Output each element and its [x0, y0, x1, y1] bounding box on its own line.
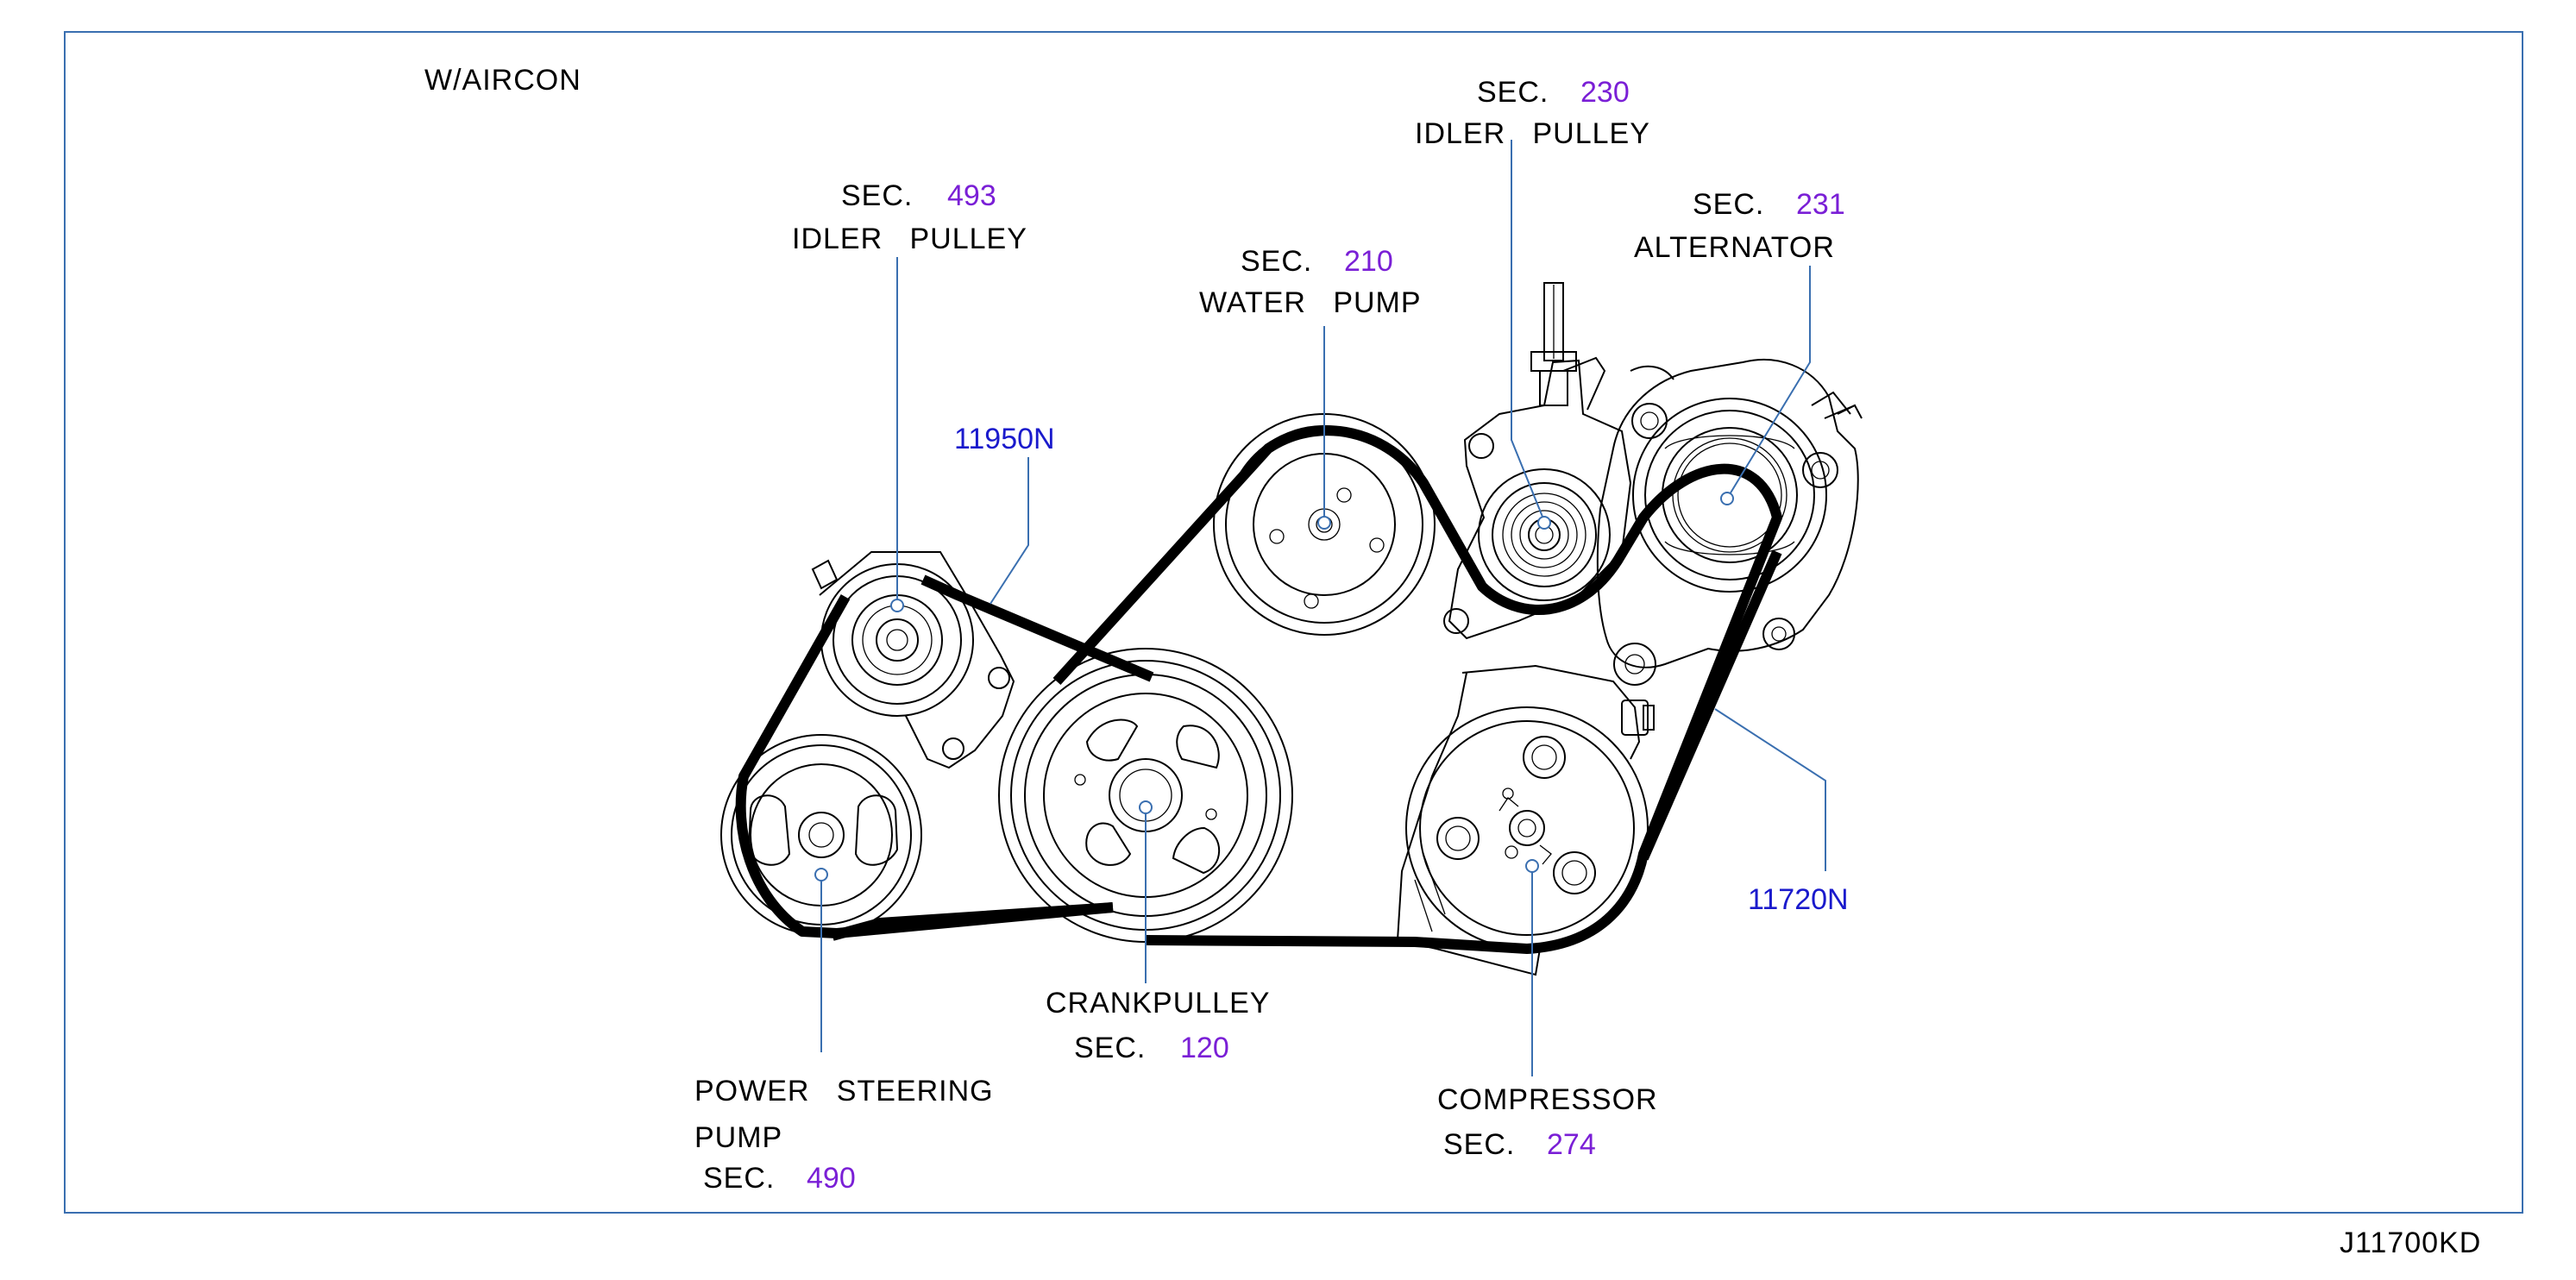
sec-label: SEC.	[841, 179, 913, 212]
sec-label: SEC.	[1443, 1128, 1515, 1161]
sec-label: SEC.	[1074, 1032, 1146, 1064]
idler-pulley-493	[811, 551, 1015, 769]
sec-number: 120	[1180, 1032, 1229, 1064]
sec-number: 210	[1344, 245, 1393, 278]
part-number-11950n: 11950N	[954, 423, 1055, 455]
sec-label: SEC.	[703, 1162, 775, 1195]
callout-water-pump: SEC. 210 WATER PUMP	[1199, 245, 1422, 319]
part-number-11720n: 11720N	[1748, 883, 1849, 916]
sec-number: 493	[947, 179, 996, 212]
sec-number: 231	[1796, 188, 1845, 221]
drawing-code: J11700KD	[2340, 1227, 2481, 1259]
part-name: CRANKPULLEY	[1046, 987, 1270, 1020]
compressor	[1396, 664, 1655, 976]
part-name: WATER PUMP	[1199, 286, 1422, 319]
callout-compressor: COMPRESSOR SEC. 274	[1437, 1083, 1658, 1161]
part-name-line1: POWER STEERING	[694, 1075, 994, 1107]
leader-lines	[814, 140, 1826, 1076]
sec-label: SEC.	[1477, 76, 1549, 109]
alternator	[1596, 359, 1863, 686]
callout-crank-pulley: CRANKPULLEY SEC. 120	[1046, 987, 1270, 1064]
part-name-line2: PUMP	[694, 1121, 782, 1154]
callout-alternator: SEC. 231 ALTERNATOR	[1634, 188, 1845, 264]
sec-label: SEC.	[1241, 245, 1312, 278]
callout-power-steering-pump: POWER STEERING PUMP SEC. 490	[694, 1075, 994, 1195]
variant-label: W/AIRCON	[424, 64, 581, 97]
part-name: ALTERNATOR	[1634, 231, 1835, 264]
part-name: IDLER PULLEY	[792, 223, 1027, 255]
sec-number: 490	[807, 1162, 856, 1195]
part-name: IDLER PULLEY	[1415, 117, 1650, 150]
sec-number: 274	[1547, 1128, 1596, 1161]
belt-segment-right	[1638, 549, 1782, 861]
drawing-frame	[64, 31, 2523, 1214]
sec-number: 230	[1580, 76, 1630, 109]
sec-label: SEC.	[1693, 188, 1764, 221]
callout-idler-230: SEC. 230 IDLER PULLEY	[1415, 76, 1650, 150]
part-name: COMPRESSOR	[1437, 1083, 1658, 1116]
belt-11720n	[831, 425, 1782, 954]
callout-idler-493: SEC. 493 IDLER PULLEY	[792, 179, 1027, 255]
belt-11950n	[735, 574, 1154, 938]
